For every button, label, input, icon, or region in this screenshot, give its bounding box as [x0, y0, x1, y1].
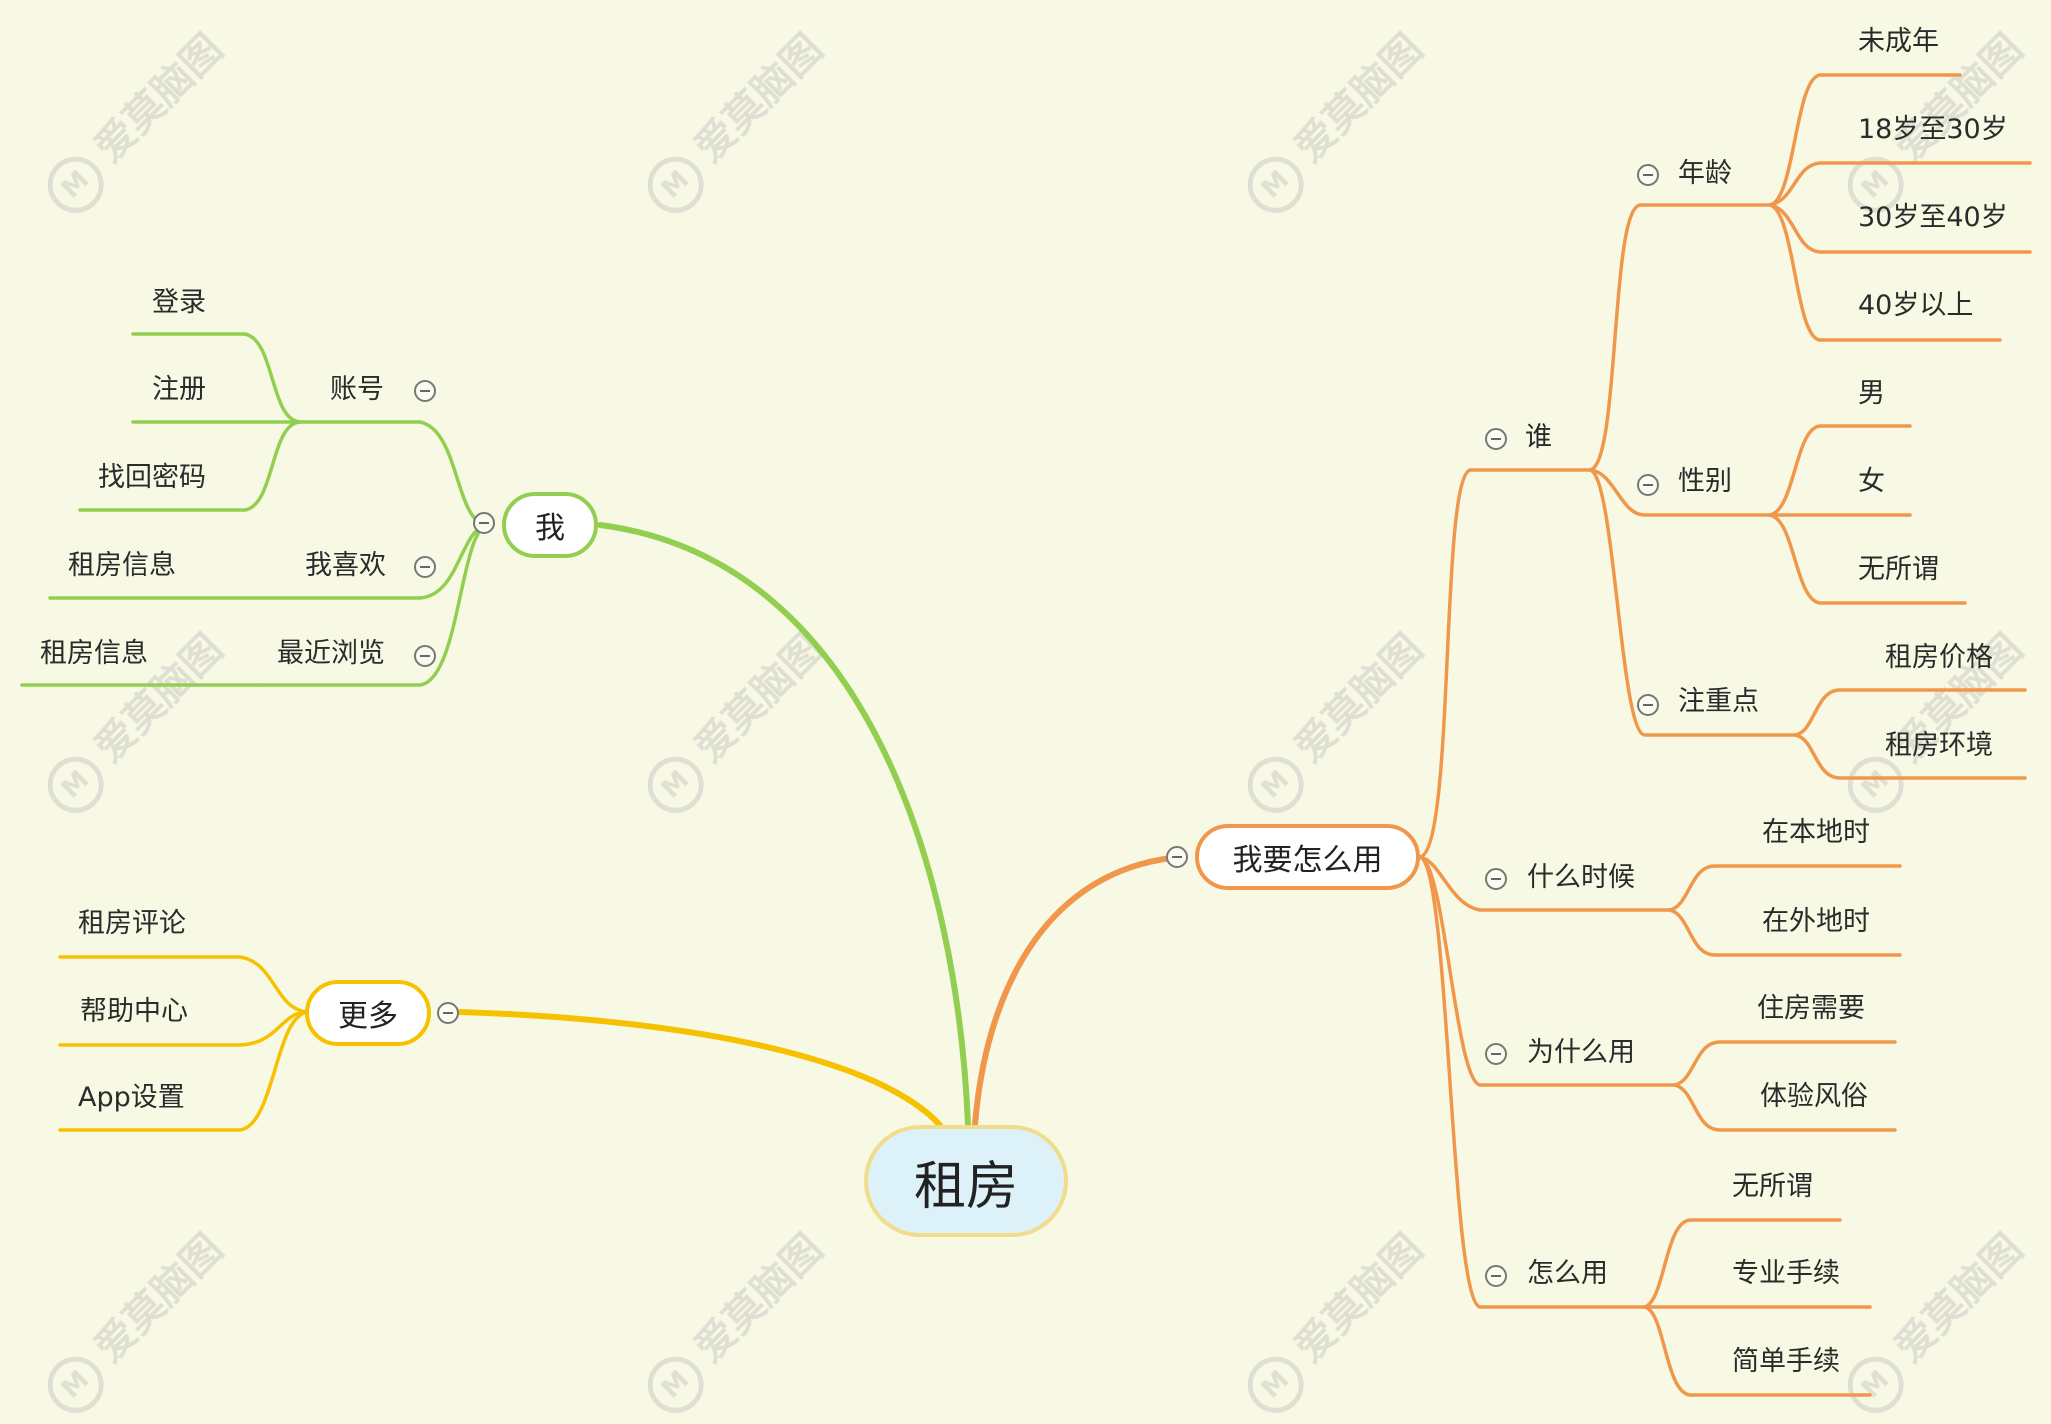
leaf-gender-male[interactable]: 男	[1858, 378, 1885, 409]
node-why[interactable]: 为什么用	[1527, 1037, 1635, 1068]
node-who[interactable]: 谁	[1525, 422, 1552, 453]
node-account[interactable]: 账号	[330, 374, 384, 405]
leaf-age-18-30[interactable]: 18岁至30岁	[1858, 114, 2008, 145]
node-how[interactable]: 怎么用	[1527, 1258, 1608, 1289]
collapse-why-toggle[interactable]	[1485, 1043, 1507, 1065]
branch-me-label: 我	[535, 511, 565, 546]
collapse-recent-toggle[interactable]	[414, 645, 436, 667]
node-likes[interactable]: 我喜欢	[305, 550, 386, 581]
branch-use-node[interactable]: 我要怎么用	[1195, 824, 1420, 890]
collapse-when-toggle[interactable]	[1485, 868, 1507, 890]
root-node[interactable]: 租房	[864, 1125, 1068, 1237]
leaf-login[interactable]: 登录	[152, 287, 206, 318]
collapse-how-toggle[interactable]	[1485, 1265, 1507, 1287]
use-subtree-lines	[1418, 73, 2032, 1397]
leaf-gender-any[interactable]: 无所谓	[1858, 554, 1939, 585]
leaf-focus-price[interactable]: 租房价格	[1885, 642, 1993, 673]
leaf-likes-rental-info[interactable]: 租房信息	[68, 550, 176, 581]
leaf-when-away[interactable]: 在外地时	[1762, 906, 1870, 937]
leaf-recent-rental-info[interactable]: 租房信息	[40, 638, 148, 669]
connector-root-more	[457, 1009, 943, 1128]
branch-use-label: 我要怎么用	[1232, 843, 1383, 878]
leaf-age-minor[interactable]: 未成年	[1858, 26, 1939, 57]
leaf-why-housing[interactable]: 住房需要	[1757, 993, 1865, 1024]
node-focus[interactable]: 注重点	[1678, 686, 1759, 717]
connector-root-me	[597, 522, 971, 1128]
node-age[interactable]: 年龄	[1678, 158, 1732, 189]
leaf-help-center[interactable]: 帮助中心	[80, 996, 188, 1027]
collapse-more-toggle[interactable]	[437, 1002, 459, 1024]
leaf-how-professional[interactable]: 专业手续	[1732, 1258, 1840, 1289]
leaf-rental-reviews[interactable]: 租房评论	[78, 908, 186, 939]
branch-more-node[interactable]: 更多	[305, 980, 431, 1046]
leaf-how-any[interactable]: 无所谓	[1732, 1171, 1813, 1202]
collapse-account-toggle[interactable]	[414, 380, 436, 402]
leaf-focus-environment[interactable]: 租房环境	[1885, 730, 1993, 761]
collapse-use-toggle[interactable]	[1166, 846, 1188, 868]
branch-me-node[interactable]: 我	[502, 492, 598, 558]
leaf-register[interactable]: 注册	[152, 374, 206, 405]
leaf-when-local[interactable]: 在本地时	[1762, 817, 1870, 848]
collapse-me-toggle[interactable]	[473, 512, 495, 534]
leaf-recover-password[interactable]: 找回密码	[98, 462, 206, 493]
leaf-age-30-40[interactable]: 30岁至40岁	[1858, 202, 2008, 233]
leaf-app-settings[interactable]: App设置	[78, 1082, 185, 1113]
connector-root-use	[972, 854, 1183, 1128]
branch-more-label: 更多	[338, 999, 398, 1034]
collapse-likes-toggle[interactable]	[414, 556, 436, 578]
leaf-gender-female[interactable]: 女	[1858, 466, 1885, 497]
leaf-why-culture[interactable]: 体验风俗	[1760, 1081, 1868, 1112]
node-when[interactable]: 什么时候	[1527, 862, 1635, 893]
collapse-age-toggle[interactable]	[1637, 164, 1659, 186]
node-recent[interactable]: 最近浏览	[277, 638, 385, 669]
root-label: 租房	[913, 1156, 1018, 1217]
leaf-age-40-plus[interactable]: 40岁以上	[1858, 290, 1974, 321]
collapse-focus-toggle[interactable]	[1637, 694, 1659, 716]
node-gender[interactable]: 性别	[1678, 466, 1732, 497]
collapse-who-toggle[interactable]	[1485, 428, 1507, 450]
more-subtree-lines	[58, 955, 310, 1132]
leaf-how-simple[interactable]: 简单手续	[1732, 1346, 1840, 1377]
collapse-gender-toggle[interactable]	[1637, 474, 1659, 496]
